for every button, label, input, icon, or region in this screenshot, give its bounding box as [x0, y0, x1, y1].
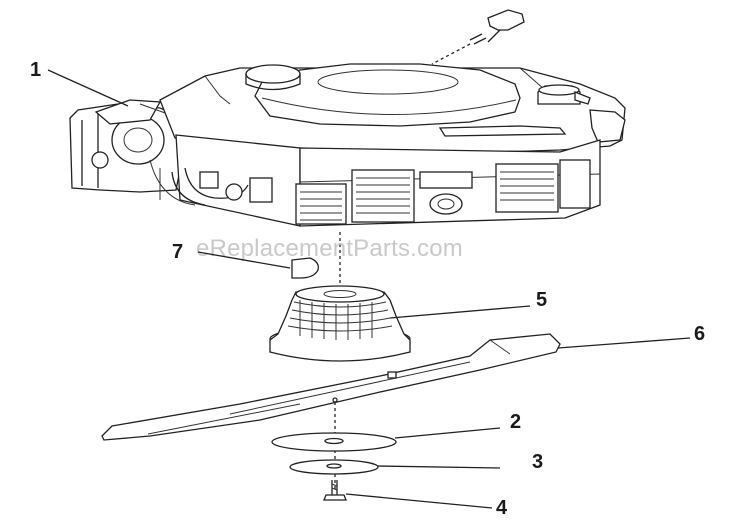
leader-5 — [389, 305, 531, 319]
blade-adapter-part — [269, 285, 411, 362]
callout-number-1: 1 — [30, 59, 41, 81]
callout-number-2: 2 — [510, 411, 521, 433]
blade-part — [101, 333, 561, 441]
callout-leaders — [47, 69, 691, 509]
dipstick-handle — [431, 9, 525, 65]
blade-bolt-part — [323, 480, 347, 501]
callout-number-5: 5 — [536, 289, 547, 311]
callout-number-4: 4 — [496, 497, 508, 519]
callout-number-7: 7 — [172, 241, 183, 263]
leader-7 — [197, 251, 291, 269]
leader-1 — [47, 69, 129, 107]
cooling-fins-left — [295, 183, 347, 225]
leader-2 — [394, 427, 501, 439]
cooling-fins-middle — [351, 169, 415, 223]
callout-number-6: 6 — [694, 323, 705, 345]
callout-number-3: 3 — [532, 451, 543, 473]
engine-part — [69, 63, 626, 227]
blade-adapter-washer-part — [271, 432, 397, 452]
leader-4 — [345, 493, 493, 509]
leader-6 — [557, 337, 691, 349]
cooling-fins-right — [495, 163, 559, 213]
blade-bolt-washer-part — [289, 459, 379, 475]
leader-3 — [377, 465, 501, 469]
key-part — [291, 257, 319, 279]
watermark-text: eReplacementParts.com — [196, 235, 463, 262]
